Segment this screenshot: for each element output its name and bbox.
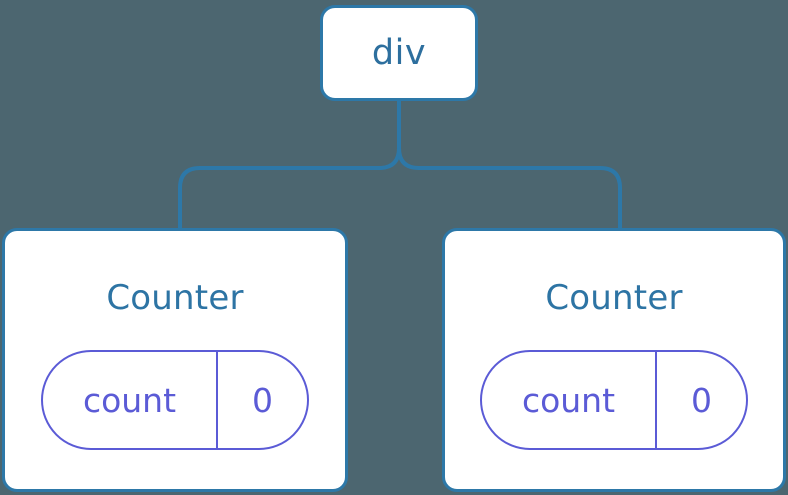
state-value-label: 0 <box>691 380 712 420</box>
component-title: Counter <box>106 278 244 318</box>
state-key-cell: count <box>482 352 657 448</box>
state-key-label: count <box>82 380 177 420</box>
state-key-label: count <box>521 380 616 420</box>
component-title: Counter <box>545 278 683 318</box>
connector-stem-right-branch <box>397 100 622 230</box>
node-component-counter-1[interactable]: Counter count 0 <box>2 228 348 492</box>
state-pill[interactable]: count 0 <box>41 350 309 450</box>
connector-stem-left-branch <box>178 100 401 230</box>
node-component-counter-2[interactable]: Counter count 0 <box>442 228 786 492</box>
state-value-cell: 0 <box>218 352 307 448</box>
root-node-label: div <box>371 32 427 73</box>
state-key-cell: count <box>43 352 218 448</box>
state-value-label: 0 <box>252 380 273 420</box>
state-pill[interactable]: count 0 <box>480 350 748 450</box>
state-value-cell: 0 <box>657 352 746 448</box>
node-root-div[interactable]: div <box>320 5 478 101</box>
